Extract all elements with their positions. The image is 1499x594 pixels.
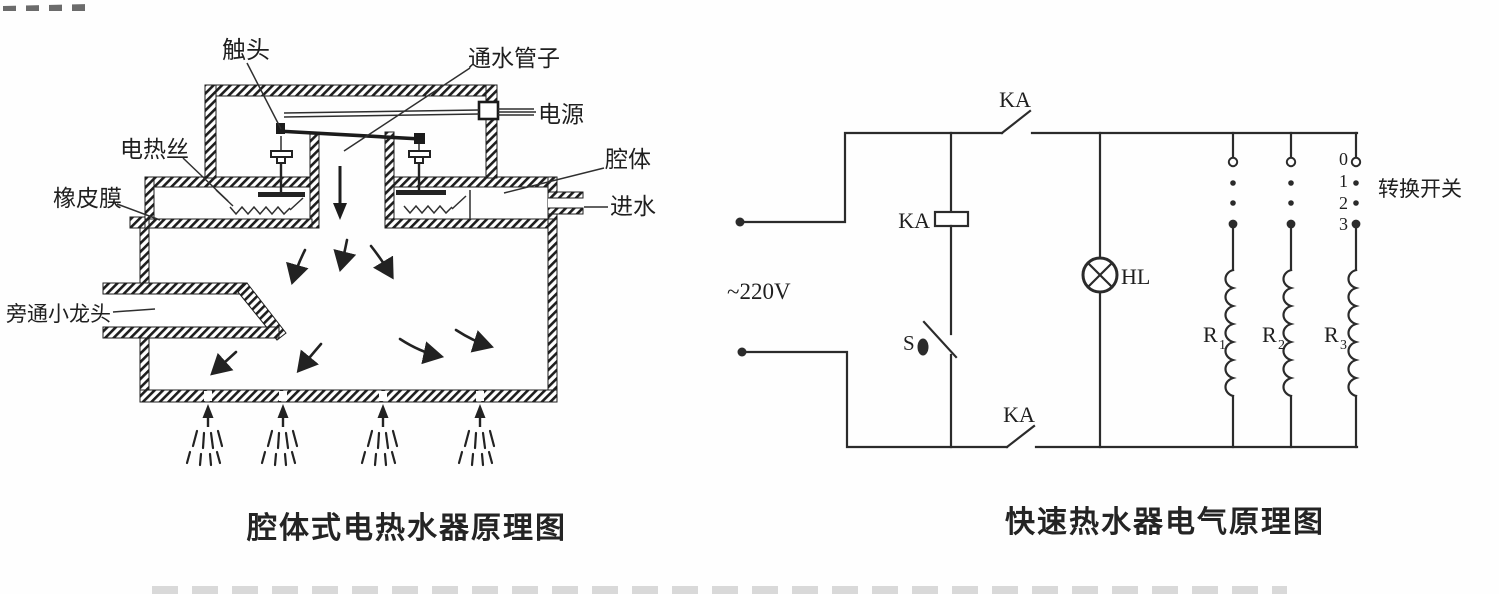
label-water-pipe: 通水管子 [468, 45, 560, 71]
lamp-label: HL [1121, 264, 1150, 289]
selector-switch-label: 转换开关 [1378, 178, 1462, 201]
label-heating-wire: 电热丝 [120, 136, 189, 162]
resistor-3-label: R [1324, 322, 1339, 347]
relay-contact-top-blade [1000, 109, 1032, 135]
spray-group [260, 402, 299, 467]
relay-coil-label: KA [898, 208, 930, 233]
selector-position-2: 2 [1339, 193, 1348, 213]
label-power: 电源 [538, 101, 584, 127]
label-contact: 触头 [222, 37, 270, 64]
spray-nozzles [185, 391, 496, 467]
right-diagram-circuit: KA KA S ~220V HL KA 0 1 2 3 转换开关 R 1 R 2… [727, 87, 1462, 539]
resistor-labels: R 1 R 2 R 3 [1203, 322, 1347, 353]
resistor-branches [1224, 131, 1362, 449]
label-water-inlet: 进水 [610, 193, 656, 219]
cropped-text-fragment-top [3, 3, 95, 11]
resistor-2-sub: 2 [1278, 338, 1285, 353]
label-rubber-membrane: 橡皮膜 [53, 185, 122, 211]
resistor-branch-3-selector [1347, 131, 1362, 449]
selector-position-3: 3 [1339, 214, 1348, 234]
resistor-1-label: R [1203, 322, 1218, 347]
relay-contact-top-label: KA [999, 87, 1031, 112]
heater-walls [129, 84, 558, 403]
power-connector [477, 100, 500, 121]
left-caption: 腔体式电热水器原理图 [246, 512, 567, 545]
left-valve-and-heater [215, 136, 305, 216]
relay-coil-branch [917, 131, 970, 449]
voltage-label: ~220V [727, 279, 791, 304]
cropped-text-fragment-bottom [152, 586, 1287, 594]
switch-s-blade [922, 320, 958, 359]
lamp-branch [1081, 131, 1119, 449]
relay-contact-bottom-blade [1005, 424, 1036, 449]
circuit-wires [735, 109, 1359, 449]
selector-position-1: 1 [1339, 171, 1348, 191]
right-valve-and-heater [396, 144, 471, 219]
resistor-1-sub: 1 [1219, 338, 1226, 353]
water-flow-arrows [210, 166, 494, 376]
left-diagram-water-heater: 触头 通水管子 电源 电热丝 腔体 橡皮膜 进水 旁通小龙头 腔体式电热水器原理… [6, 37, 656, 545]
spray-group [360, 402, 399, 467]
label-cavity: 腔体 [605, 146, 651, 172]
water-inlet-pipe [547, 191, 584, 215]
spray-group [185, 402, 224, 467]
label-bypass-faucet: 旁通小龙头 [6, 303, 111, 326]
resistor-branch-2 [1282, 131, 1297, 449]
switch-s-button [917, 338, 929, 356]
bypass-faucet-spout [102, 282, 287, 341]
spray-group [457, 402, 496, 467]
label-leader-lines [112, 62, 608, 313]
resistor-3-sub: 3 [1340, 338, 1347, 353]
switch-s-label: S [903, 331, 915, 355]
right-caption: 快速热水器电气原理图 [1005, 506, 1325, 539]
resistor-2-label: R [1262, 322, 1277, 347]
relay-contact-bottom-label: KA [1003, 402, 1035, 427]
selector-position-0: 0 [1339, 149, 1348, 169]
relay-coil-symbol [933, 210, 970, 228]
resistor-branch-1 [1224, 131, 1239, 449]
